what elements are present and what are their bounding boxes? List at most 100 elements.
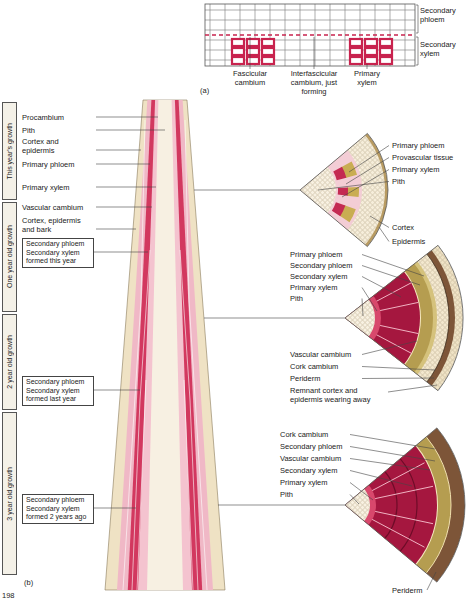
xylem-cell — [350, 39, 362, 46]
leader-line — [362, 299, 363, 317]
boxed-label: Secondary phloem Secondary xylem formed … — [22, 376, 94, 406]
part-label: Periderm — [290, 374, 320, 383]
xylem-cell — [262, 39, 274, 46]
growth-band: One year old growth — [2, 202, 17, 312]
leader-lines — [94, 117, 437, 590]
growth-line — [132, 250, 150, 590]
xylem-cell — [247, 57, 259, 64]
xylem-cell — [365, 39, 377, 46]
leader-line — [427, 572, 436, 590]
part-label: Cortex, epidermis and bark — [22, 216, 92, 234]
stem-pith — [147, 100, 183, 590]
part-label: Primary xylem — [344, 69, 390, 87]
growth-band: 3 year old growth — [2, 412, 17, 575]
leader-line — [96, 187, 156, 188]
boxed-label: Secondary phloem Secondary xylem formed … — [22, 494, 94, 524]
part-label: Fascicular cambium — [222, 69, 278, 87]
part-label: Vascular cambium — [290, 350, 351, 359]
stem-primary-xylem — [138, 100, 192, 590]
leader-line — [350, 435, 435, 450]
section-line — [218, 505, 345, 506]
part-label: Primary phloem — [392, 141, 445, 150]
leader-line — [96, 117, 158, 118]
xylem-cell — [232, 39, 244, 46]
cell-layer — [205, 4, 415, 66]
xylem-cell — [380, 48, 392, 55]
part-label: Cortex — [392, 223, 414, 232]
growth-line — [184, 380, 193, 590]
part-label: Vascular cambium — [280, 454, 341, 463]
leader-line — [94, 252, 148, 253]
cambium-line — [205, 34, 415, 35]
part-label: Provascular tissue — [392, 153, 453, 162]
leader-line — [94, 390, 140, 391]
node-text: This year's growth — [6, 123, 14, 180]
xylem-cell — [232, 57, 244, 64]
stem-drawing — [105, 100, 225, 590]
leader-line — [362, 255, 424, 277]
part-label: Vascular cambium — [22, 203, 83, 212]
node-text: One year old growth — [6, 225, 14, 288]
leader-line — [362, 341, 417, 355]
leader-line — [96, 229, 136, 230]
leader-line — [96, 207, 152, 208]
xylem-cells — [232, 39, 392, 64]
part-label: Pith — [290, 294, 303, 303]
leader-line — [96, 164, 150, 165]
wedge-outline — [300, 133, 388, 246]
part-label: Secondary phloem — [280, 442, 343, 451]
part-label: Secondary phloem — [420, 6, 468, 24]
leader-line — [94, 508, 136, 509]
xylem-cell — [380, 57, 392, 64]
leader-line — [362, 367, 435, 371]
leader-line — [367, 64, 368, 69]
leader-line — [250, 37, 251, 69]
growth-line — [185, 120, 207, 590]
xylem-cell — [350, 57, 362, 64]
xylem-cell — [350, 48, 362, 55]
xylem-cell — [365, 48, 377, 55]
leader-line — [314, 37, 315, 69]
leader-line — [350, 459, 430, 471]
part-label: Primary xylem — [280, 478, 328, 487]
section-line — [194, 190, 300, 191]
wedge-outline — [345, 245, 463, 390]
part-label: Procambium — [22, 113, 64, 122]
growth-lines — [123, 120, 207, 590]
cambium-section — [205, 4, 418, 69]
part-label: Pith — [22, 126, 35, 135]
wedge-outline — [345, 428, 465, 582]
growth-band: This year's growth — [2, 102, 17, 200]
part-label: Primary phloem — [290, 250, 343, 259]
part-label: Primary phloem — [22, 160, 75, 169]
leader-line — [362, 378, 434, 380]
section-line — [204, 318, 345, 319]
leader-line — [362, 266, 420, 286]
xylem-cell — [232, 48, 244, 55]
growth-line — [137, 380, 146, 590]
part-label: Primary xylem — [290, 283, 338, 292]
xylem-cell — [262, 57, 274, 64]
stem-bark — [105, 100, 225, 590]
node-text: 3 year old growth — [6, 467, 14, 521]
part-label: (a) — [200, 86, 209, 95]
periderm — [225, 385, 465, 602]
part-label: Pith — [280, 490, 293, 499]
leader-line — [96, 150, 141, 151]
xylem-cell — [247, 39, 259, 46]
part-label: 198 — [2, 591, 15, 600]
part-label: Cortex and epidermis — [22, 137, 82, 155]
boxed-label: Secondary phloem Secondary xylem formed … — [22, 238, 94, 268]
part-label: Secondary phloem — [290, 261, 353, 270]
stem-xylem — [128, 100, 202, 590]
xylem-cell — [247, 48, 259, 55]
xylem-cell — [365, 57, 377, 64]
part-label: Primary xylem — [22, 183, 70, 192]
part-label: Secondary xylem — [290, 272, 348, 281]
part-label: Primary xylem — [392, 165, 440, 174]
part-label: Epidermis — [392, 237, 425, 246]
node-text: 2 year old growth — [6, 335, 14, 389]
part-label: Secondary xylem — [280, 466, 338, 475]
xylem-cell — [262, 48, 274, 55]
